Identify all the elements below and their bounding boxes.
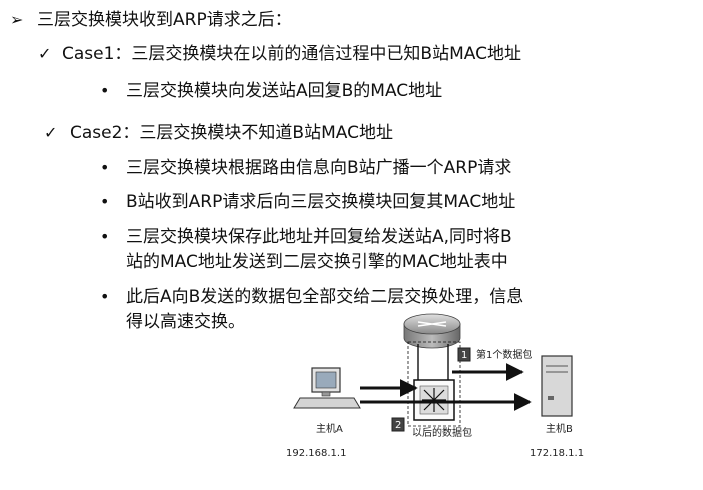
case2-bullet-4-line1: 此后A向B发送的数据包全部交给二层交换处理，信息 bbox=[126, 287, 524, 307]
case1-bullet-1: 三层交换模块向发送站A回复B的MAC地址 bbox=[126, 81, 443, 101]
l2-switch-icon bbox=[413, 379, 455, 421]
case2-bullet-1: 三层交换模块根据路由信息向B站广播一个ARP请求 bbox=[126, 158, 512, 178]
heading-arrow-icon: ➢ bbox=[10, 10, 24, 29]
step2-badge bbox=[391, 417, 405, 432]
host-a-ip: 192.168.1.1 bbox=[286, 448, 346, 459]
host-b-server-icon bbox=[541, 355, 573, 417]
step1-number: 1 bbox=[461, 350, 467, 361]
case2-bullet-3-line1: 三层交换模块保存此地址并回复给发送站A,同时将B bbox=[126, 227, 512, 247]
network-diagram: 1 第1个数据包 2 以后的数据包 主机A 192.168.1.1 主机B 17… bbox=[286, 313, 584, 459]
case2-bullet-icon-2: • bbox=[100, 192, 110, 211]
case1-bullet-icon: • bbox=[100, 81, 110, 100]
host-b-label: 主机B bbox=[546, 422, 573, 435]
case2-check-icon: ✓ bbox=[44, 123, 58, 142]
case2-bullet-icon-4: • bbox=[100, 287, 110, 306]
host-a-label: 主机A bbox=[316, 422, 343, 435]
case2-bullet-icon-1: • bbox=[100, 158, 110, 177]
router-icon bbox=[403, 313, 461, 349]
step1-label: 第1个数据包 bbox=[476, 348, 532, 361]
step2-label: 以后的数据包 bbox=[412, 426, 472, 439]
case1-title: Case1：三层交换模块在以前的通信过程中已知B站MAC地址 bbox=[62, 44, 521, 64]
case2-bullet-4-line2: 得以高速交换。 bbox=[126, 312, 245, 332]
case1-check-icon: ✓ bbox=[38, 44, 52, 63]
step1-badge bbox=[457, 347, 471, 362]
case2-bullet-3-line2: 站的MAC地址发送到二层交换引擎的MAC地址表中 bbox=[126, 252, 508, 272]
host-b-ip: 172.18.1.1 bbox=[530, 448, 584, 459]
case2-bullet-icon-3: • bbox=[100, 227, 110, 246]
case2-bullet-2: B站收到ARP请求后向三层交换模块回复其MAC地址 bbox=[126, 192, 516, 212]
heading-text: 三层交换模块收到ARP请求之后： bbox=[37, 10, 292, 30]
step2-number: 2 bbox=[395, 420, 401, 431]
host-a-computer-icon bbox=[293, 367, 361, 409]
case2-title: Case2：三层交换模块不知道B站MAC地址 bbox=[70, 123, 393, 143]
